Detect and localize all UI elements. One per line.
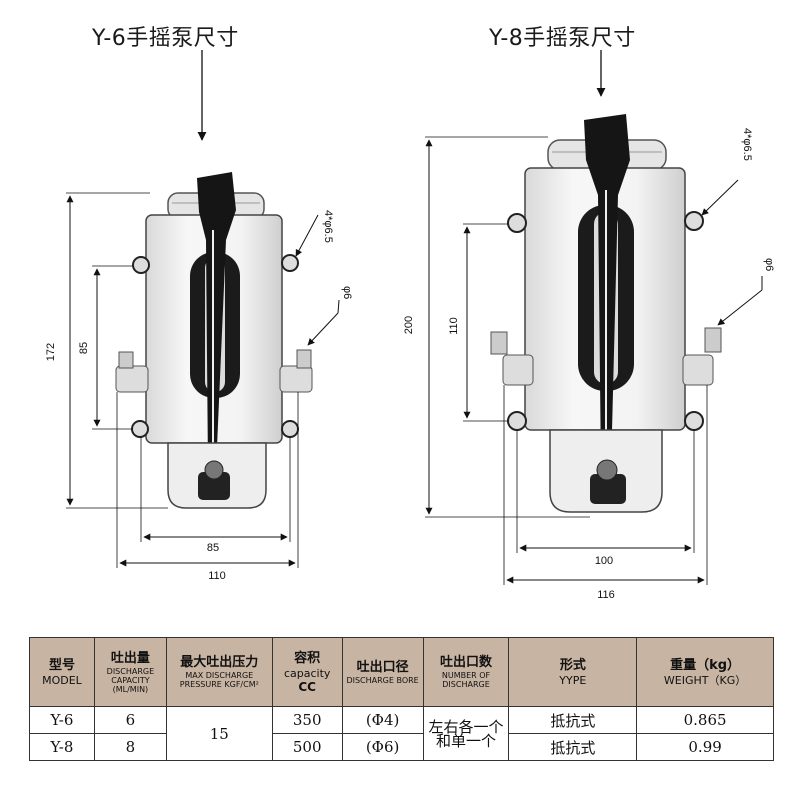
y8-dim-mount-v: 110 [448,317,460,335]
table-row: Y-8 8 500 (Φ6) 抵抗式 0.99 [29,733,774,761]
y8-pump: 200 110 100 116 4*φ6.5 φ6 [403,50,775,601]
y8-outlet-right [682,354,714,386]
header-volume: 容积 capacity CC [271,637,343,707]
y8-outlet-callout: φ6 [763,258,775,271]
y6-handle [197,172,236,470]
y6-pump: 172 85 85 110 4*φ6.5 φ6 [45,50,353,582]
y6-hole-callout: 4*φ6.5 [322,210,334,243]
y8-dim-mount-h: 100 [595,555,613,567]
y8-mount-hole [684,411,704,431]
y8-hole-callout: 4*φ6.5 [741,128,753,161]
y6-outlet-left [115,365,149,393]
y6-mount-hole [132,256,150,274]
y6-outlet-right [279,365,313,393]
y6-outlet-callout: φ6 [341,286,353,299]
cell-volume: 500 [271,733,343,761]
cell-model: Y-6 [29,706,95,734]
y6-dim-mount-v: 85 [78,342,90,354]
header-type: 形式 YYPE [508,637,638,707]
y6-dim-height: 172 [45,343,57,361]
pump-drawings: 172 85 85 110 4*φ6.5 φ6 [45,50,775,601]
cell-discharge-count: 左右各一个和单一个 [422,706,510,761]
cell-model: Y-8 [29,733,95,761]
cell-type: 抵抗式 [508,733,638,761]
table-row: Y-6 6 15 350 (Φ4) 左右各一个和单一个 抵抗式 0.865 [29,706,774,761]
cell-bore: (Φ4) [341,706,424,734]
cell-type: 抵抗式 [508,706,638,734]
cell-capacity: 6 [93,706,167,734]
y8-mount-hole [684,211,704,231]
spec-table: 型号 MODEL 吐出量 DISCHARGE CAPACITY (ML/MIN)… [29,637,774,761]
y8-outlet-left [502,354,534,386]
header-discharge-count: 吐出口数 NUMBER OF DISCHARGE [422,637,510,707]
y6-dim-width: 110 [208,570,226,582]
table-header-row: 型号 MODEL 吐出量 DISCHARGE CAPACITY (ML/MIN)… [29,637,774,707]
cell-pressure: 15 [165,706,273,761]
y8-dim-height: 200 [403,316,415,334]
y8-mount-hole [507,411,527,431]
cell-weight: 0.99 [636,733,774,761]
header-capacity: 吐出量 DISCHARGE CAPACITY (ML/MIN) [93,637,167,707]
header-weight: 重量（kg） WEIGHT（KG） [636,637,774,707]
cell-capacity: 8 [93,733,167,761]
y6-title: Y-6手摇泵尺寸 [92,26,239,51]
y6-dim-mount-h: 85 [207,542,219,554]
header-pressure: 最大吐出压力 MAX DISCHARGE PRESSURE KGF/CM² [165,637,273,707]
y8-title: Y-8手摇泵尺寸 [489,26,636,51]
y6-mount-hole [281,254,299,272]
y8-mount-hole [507,213,527,233]
header-model: 型号 MODEL [29,637,95,707]
header-bore: 吐出口径 DISCHARGE BORE [341,637,424,707]
y6-mount-hole [131,420,149,438]
y6-mount-hole [281,420,299,438]
cell-volume: 350 [271,706,343,734]
cell-weight: 0.865 [636,706,774,734]
y8-dim-width: 116 [597,589,615,601]
cell-bore: (Φ6) [341,733,424,761]
